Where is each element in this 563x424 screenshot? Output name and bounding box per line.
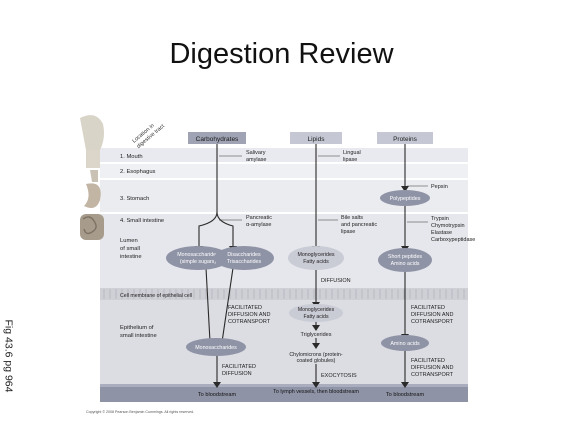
short-peptides-ellipse (378, 248, 432, 272)
monoglycerides-cell (289, 304, 343, 322)
epithelium-label-1: Epithelium of (120, 325, 154, 331)
col-header-carbs: Carbohydrates (196, 136, 239, 143)
elastase: Elastase (431, 230, 452, 236)
chymotrypsin: Chymotrypsin (431, 223, 465, 229)
short-peptides: Short peptides (388, 254, 423, 260)
amino-acids-cell-ellipse (381, 335, 429, 351)
pancreatic-amylase-1: Pancreatic (246, 215, 272, 221)
esophagus-icon (90, 170, 98, 182)
membrane-texture (103, 289, 465, 299)
carb-arrows (198, 144, 234, 384)
copyright: Copyright © 2008 Pearson Benjamin Cummin… (86, 410, 194, 414)
salivary-amylase-2: amylase (246, 157, 266, 163)
row-small-intestine: 4. Small intestine (120, 218, 164, 224)
pancreatic-amylase-2: α-amylase (246, 222, 272, 228)
stomach-icon (84, 183, 101, 208)
monosaccharides-cell-label: Monosaccharides (195, 345, 237, 351)
monosaccharides-lumen-2: (simple sugars) (180, 259, 216, 265)
dest-carbs: To bloodstream (198, 392, 237, 398)
polypeptides: Polypeptides (390, 196, 421, 202)
protein-transport1-3: COTRANSPORT (411, 319, 454, 325)
carb-transport2-2: DIFFUSION (222, 371, 252, 377)
lipid-diffusion: DIFFUSION (321, 278, 351, 284)
monoglycerides-cell-1: Monoglycerides (298, 307, 335, 313)
col-header-lipids: Lipids (308, 136, 326, 143)
protein-transport1-2: DIFFUSION AND (411, 312, 454, 318)
di-trisaccharides (214, 246, 274, 270)
disaccharides: Disaccharides (227, 252, 261, 258)
monosaccharides-lumen (166, 246, 230, 270)
monosaccharides-cell (186, 338, 246, 356)
polypeptides-ellipse (380, 190, 430, 206)
protein-transport2-3: COTRANSPORT (411, 372, 454, 378)
monosaccharides-lumen-1: Monosaccharides (177, 252, 219, 258)
dest-proteins: To bloodstream (386, 392, 425, 398)
triglycerides: Triglycerides (301, 332, 332, 338)
row-esophagus: 2. Esophagus (120, 169, 156, 175)
col-header-lipids-bg (290, 132, 342, 144)
location-header-line1: Location indigestive tract (131, 118, 166, 150)
salivary-amylase-1: Salivary (246, 150, 266, 156)
row-mouth: 1. Mouth (120, 154, 143, 160)
head-icon (80, 115, 104, 150)
side-caption: Fig 43.6 pg 964 (2, 319, 15, 393)
trypsin: Trypsin (431, 216, 449, 222)
chylomicrons-2: coated globules) (297, 358, 336, 364)
lumen-label-2: of small (120, 246, 140, 252)
bile-3: lipase (341, 229, 355, 235)
carb-transport1-2: DIFFUSION AND (228, 312, 271, 318)
lumen-label-3: intestine (120, 254, 142, 260)
monoglycerides-lumen-1: Monoglycerides (297, 252, 334, 258)
col-header-proteins-bg (377, 132, 433, 144)
protein-transport2-1: FACILITATED (411, 358, 445, 364)
band-esophagus (100, 164, 468, 178)
trisaccharides: Trisaccharides (227, 259, 262, 265)
carb-transport1-3: COTRANSPORT (228, 319, 271, 325)
lingual-lipase-1: Lingual (343, 150, 361, 156)
carboxypeptidase: Carboxypeptidase (431, 237, 475, 243)
pepsin: Pepsin (431, 184, 448, 190)
row-stomach: 3. Stomach (120, 196, 149, 202)
mouth-icon (86, 150, 100, 168)
col-header-proteins: Proteins (393, 136, 418, 143)
band-mouth (100, 148, 468, 162)
slide-title: Digestion Review (169, 38, 394, 70)
protein-transport2-2: DIFFUSION AND (411, 365, 454, 371)
amino-acids-cell: Amino acids (390, 341, 420, 347)
monoglycerides-lumen (288, 246, 344, 270)
fatty-acids-cell: Fatty acids (303, 314, 328, 320)
chylomicrons-1: Chylomicrons (protein- (289, 352, 343, 358)
bile-2: and pancreatic (341, 222, 377, 228)
carb-transport2-1: FACILITATED (222, 364, 256, 370)
bloodstream-bar (100, 384, 468, 402)
lumen-label-1: Lumen (120, 238, 138, 244)
carb-transport1-1: FACILITATED (228, 305, 262, 311)
membrane-label: Cell membrane of epithelial cell (120, 293, 192, 299)
col-header-carbs-bg (188, 132, 246, 144)
dest-lipids: To lymph vessels, then bloodstream (273, 389, 359, 395)
amino-acids-lumen: Amino acids (391, 261, 420, 267)
protein-transport1-1: FACILITATED (411, 305, 445, 311)
fatty-acids-lumen: Fatty acids (303, 259, 329, 265)
lipid-exocytosis: EXOCYTOSIS (321, 373, 357, 379)
bile-1: Bile salts (341, 215, 363, 221)
epithelium-label-2: small intestine (120, 333, 157, 339)
lingual-lipase-2: lipase (343, 157, 357, 163)
